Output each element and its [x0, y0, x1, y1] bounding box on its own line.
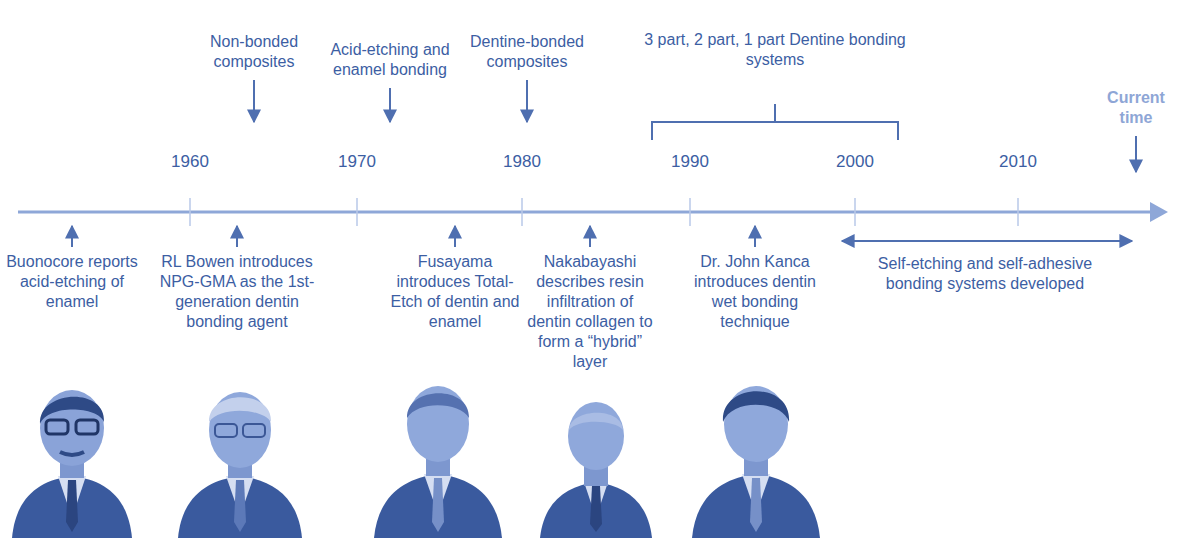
year-label: 2000 — [825, 152, 885, 172]
tie — [234, 480, 246, 532]
suit — [12, 476, 132, 538]
pointer-arrow — [253, 80, 255, 122]
head — [568, 402, 624, 470]
suit — [540, 482, 652, 538]
tie — [66, 480, 78, 532]
axis-line — [18, 211, 1152, 214]
pointer-arrow — [1135, 136, 1137, 172]
event-label: Non-bonded composites — [179, 32, 329, 72]
period-label: 3 part, 2 part, 1 part Dentine bonding s… — [625, 30, 925, 70]
milestone-label: Fusayama introduces Total-Etch of dentin… — [385, 252, 525, 332]
event-label: Acid-etching and enamel bonding — [320, 40, 460, 80]
milestone-label: Nakabayashi describes resin infiltration… — [523, 252, 657, 372]
head — [407, 386, 469, 462]
axis-head — [1150, 202, 1168, 222]
pointer-arrow — [589, 226, 591, 247]
suit — [692, 474, 820, 538]
portrait — [540, 402, 652, 538]
year-label: 1970 — [327, 152, 387, 172]
suit — [374, 474, 502, 538]
milestone-label: Buonocore reports acid-etching of enamel — [6, 252, 138, 312]
head — [209, 392, 271, 468]
tie — [590, 486, 602, 532]
year-label: 1990 — [660, 152, 720, 172]
pointer-arrow — [526, 80, 528, 122]
pointer-arrow — [71, 226, 73, 247]
tie — [432, 478, 444, 532]
glasses — [215, 424, 237, 437]
pointer-arrow — [236, 226, 238, 247]
pointer-arrow — [754, 226, 756, 247]
portrait — [178, 392, 302, 538]
hair — [407, 393, 469, 418]
portrait — [692, 386, 820, 538]
year-label: 1960 — [160, 152, 220, 172]
portrait — [12, 390, 132, 538]
head — [40, 390, 104, 466]
hair — [209, 397, 271, 422]
tie — [750, 478, 762, 532]
timeline-axis — [18, 198, 1168, 226]
year-tick — [689, 198, 691, 226]
pointer-arrow — [389, 88, 391, 122]
glasses — [243, 424, 265, 437]
portrait — [374, 386, 502, 538]
milestone-label: Dr. John Kanca introduces dentin wet bon… — [685, 252, 825, 332]
pointer-arrow — [454, 226, 456, 247]
period-bracket — [652, 104, 898, 140]
year-tick — [854, 198, 856, 226]
year-tick — [1017, 198, 1019, 226]
moustache — [60, 452, 84, 455]
period-double-arrow — [842, 240, 1132, 242]
glasses — [76, 420, 98, 434]
event-label: Dentine-bonded composites — [452, 32, 602, 72]
suit — [178, 476, 302, 538]
period-label: Self-etching and self-adhesive bonding s… — [860, 254, 1110, 294]
milestone-label: RL Bowen introduces NPG-GMA as the 1st-g… — [157, 252, 317, 332]
year-label: 1980 — [492, 152, 552, 172]
year-tick — [356, 198, 358, 226]
year-tick — [189, 198, 191, 226]
year-tick — [521, 198, 523, 226]
hair — [569, 413, 623, 430]
hair — [723, 391, 789, 422]
glasses — [46, 420, 68, 434]
year-label: 2010 — [988, 152, 1048, 172]
current-time-label: Current time — [1096, 88, 1176, 128]
